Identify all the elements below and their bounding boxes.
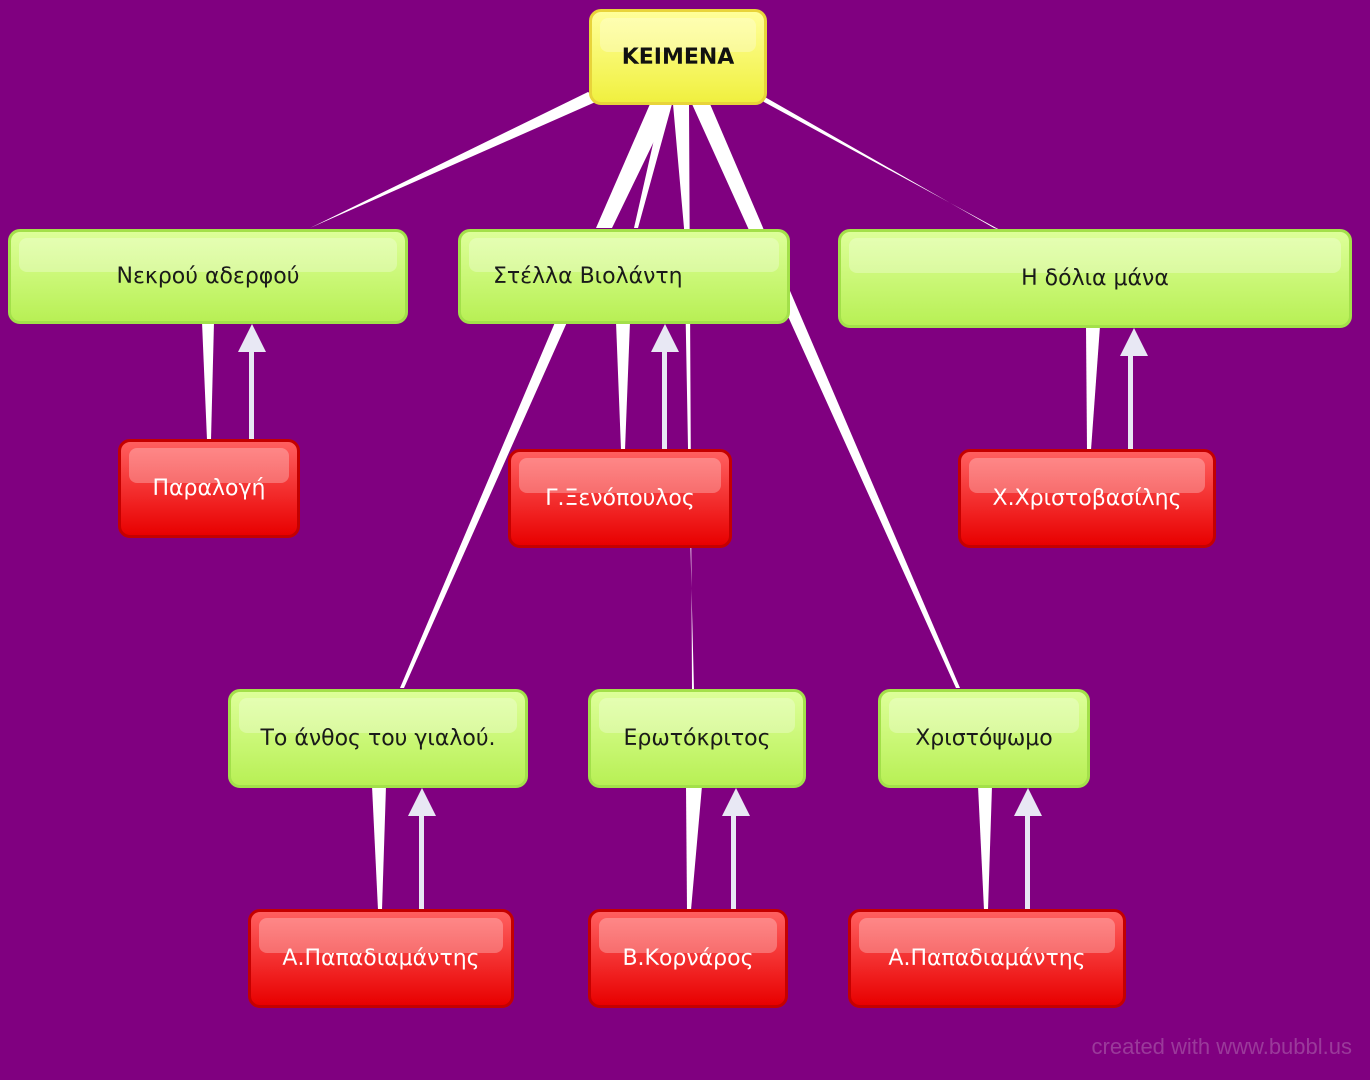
- link-root-stella: [596, 104, 672, 228]
- author-node-label: Α.Παπαδιαμάντης: [282, 946, 480, 971]
- arrow-shaft-paralogi: [249, 350, 254, 440]
- arrow-head-paralogi: [238, 324, 266, 352]
- root-node-label: ΚΕΙΜΕΝΑ: [621, 44, 735, 70]
- arrow-head-papadiamantis1: [408, 788, 436, 816]
- topic-node-stella[interactable]: Στέλλα Βιολάντη: [458, 229, 790, 324]
- author-node-paralogi[interactable]: Παραλογή: [118, 439, 300, 538]
- arrow-shaft-papadiamantis1: [419, 814, 424, 910]
- author-node-label: Β.Κορνάρος: [622, 946, 754, 971]
- link-erotokritos-kornaros: [686, 786, 702, 910]
- credit-watermark: created with www.bubbl.us: [1091, 1034, 1352, 1059]
- link-root-nekrou: [310, 92, 600, 228]
- topic-node-nekrou[interactable]: Νεκρού αδερφού: [8, 229, 408, 324]
- author-node-christovasilis[interactable]: Χ.Χριστοβασίλης: [958, 449, 1216, 548]
- link-dolia-christovasilis: [1086, 326, 1100, 450]
- arrow-shaft-xenopoulos: [662, 350, 667, 450]
- author-node-papadiamantis2[interactable]: Α.Παπαδιαμάντης: [848, 909, 1126, 1008]
- link-root-christopsomo: [692, 104, 960, 688]
- arrow-shaft-kornaros: [731, 814, 736, 910]
- topic-node-erotokritos[interactable]: Ερωτόκριτος: [588, 689, 806, 788]
- topic-node-label: Το άνθος του γιαλού.: [260, 726, 496, 751]
- author-node-label: Γ.Ξενόπουλος: [545, 486, 695, 511]
- link-anthos-papadiamantis1: [372, 786, 386, 910]
- arrow-head-christovasilis: [1120, 328, 1148, 356]
- link-stella-xenopoulos: [616, 322, 630, 450]
- topic-node-dolia[interactable]: Η δόλια μάνα: [838, 229, 1352, 328]
- topic-node-anthos[interactable]: Το άνθος του γιαλού.: [228, 689, 528, 788]
- author-node-papadiamantis1[interactable]: Α.Παπαδιαμάντης: [248, 909, 514, 1008]
- arrow-head-kornaros: [722, 788, 750, 816]
- topic-node-label: Στέλλα Βιολάντη: [493, 264, 683, 289]
- arrow-head-papadiamantis2: [1014, 788, 1042, 816]
- topic-node-christopsomo[interactable]: Χριστόψωμο: [878, 689, 1090, 788]
- link-christopsomo-papadiamantis2: [978, 786, 992, 910]
- author-node-label: Α.Παπαδιαμάντης: [888, 946, 1086, 971]
- link-stella-anthos: [400, 320, 568, 688]
- topic-node-label: Νεκρού αδερφού: [116, 264, 300, 289]
- author-node-label: Παραλογή: [152, 476, 266, 501]
- topic-node-label: Η δόλια μάνα: [1021, 266, 1169, 291]
- author-node-label: Χ.Χριστοβασίλης: [992, 486, 1182, 511]
- topic-node-label: Χριστόψωμο: [915, 726, 1053, 751]
- author-node-xenopoulos[interactable]: Γ.Ξενόπουλος: [508, 449, 732, 548]
- arrow-shaft-papadiamantis2: [1025, 814, 1030, 910]
- link-root-dolia: [756, 92, 1000, 230]
- link-nekrou-paralogi: [202, 322, 214, 440]
- arrow-shaft-christovasilis: [1128, 354, 1133, 450]
- link-root-erotokritos: [673, 104, 694, 690]
- root-node[interactable]: ΚΕΙΜΕΝΑ: [589, 9, 767, 105]
- author-node-kornaros[interactable]: Β.Κορνάρος: [588, 909, 788, 1008]
- topic-node-label: Ερωτόκριτος: [623, 726, 771, 751]
- arrow-head-xenopoulos: [651, 324, 679, 352]
- link-root-stella-2: [634, 104, 672, 228]
